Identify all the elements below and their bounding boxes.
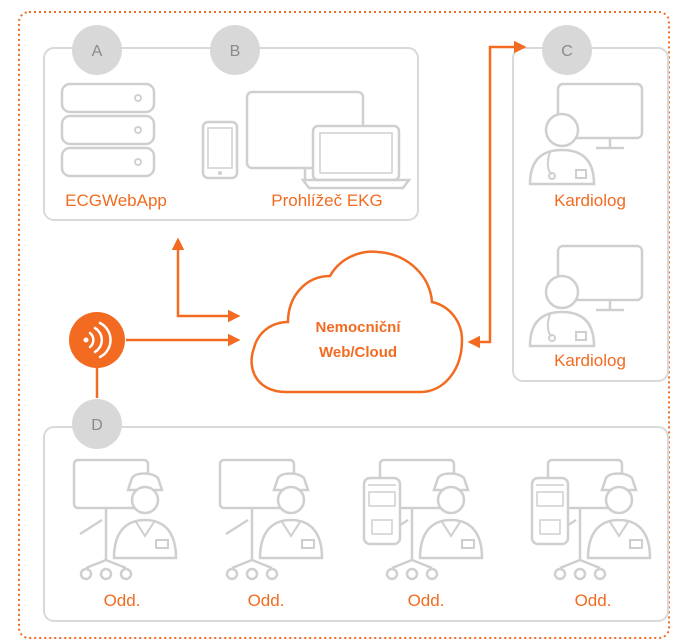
- ecg-viewer-label: Prohlížeč EKG: [271, 191, 383, 210]
- cardiologist-label-top: Kardiolog: [554, 191, 626, 210]
- badge-b: B: [210, 25, 260, 75]
- cloud-label-line1: Nemocniční: [315, 319, 401, 336]
- cloud-icon: [250, 250, 464, 394]
- ward-label-4: Odd.: [575, 591, 612, 610]
- ward-label-1: Odd.: [104, 591, 141, 610]
- cloud-label-line2: Web/Cloud: [319, 344, 397, 361]
- ward-label-2: Odd.: [248, 591, 285, 610]
- badge-c: C: [542, 25, 592, 75]
- nurse-workstation-icon: [72, 458, 178, 581]
- ward-label-3: Odd.: [408, 591, 445, 610]
- badge-a: A: [72, 25, 122, 75]
- cloud-cardiologist-connector: [467, 40, 527, 349]
- svg-text:B: B: [230, 43, 241, 60]
- svg-text:A: A: [92, 43, 103, 60]
- wireless-signal-icon: [69, 312, 125, 368]
- webapp-cloud-connector: [171, 237, 241, 323]
- viewer-devices-icon: [201, 90, 411, 190]
- ecg-device-icon: [362, 476, 402, 546]
- svg-text:C: C: [561, 43, 573, 60]
- nurse-workstation-icon: [218, 458, 324, 581]
- cardiologist-label-bottom: Kardiolog: [554, 351, 626, 370]
- ecg-device-icon: [530, 476, 570, 546]
- ecg-webapp-label: ECGWebApp: [65, 191, 167, 210]
- svg-text:D: D: [91, 417, 103, 434]
- ward-panel: [43, 426, 669, 622]
- badge-d: D: [72, 399, 122, 449]
- doctor-workstation-icon: [528, 244, 644, 348]
- doctor-workstation-icon: [528, 82, 644, 186]
- system-boundary-frame: [18, 11, 670, 639]
- server-rack-icon: [60, 82, 156, 178]
